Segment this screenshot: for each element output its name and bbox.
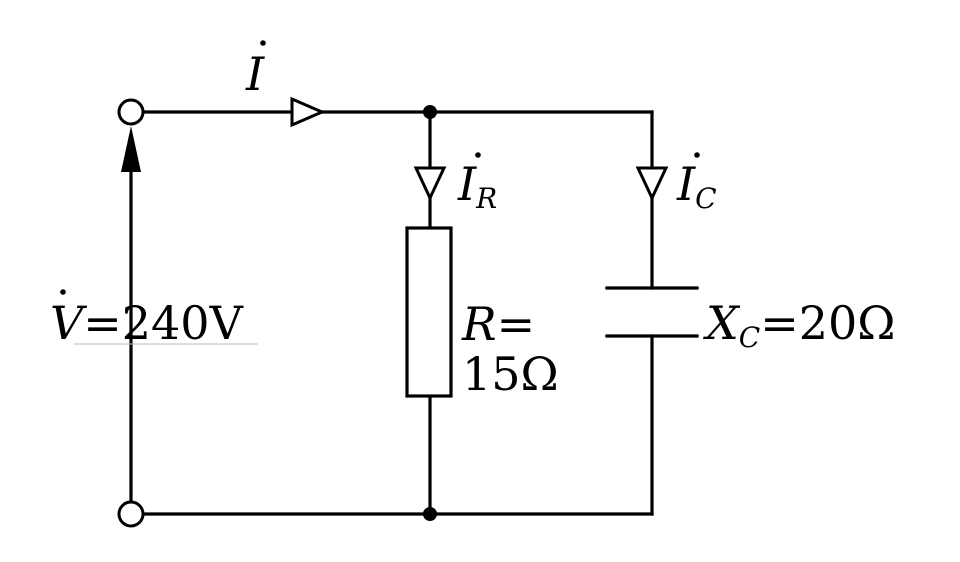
resistor-symbol: R (461, 297, 497, 351)
capacitor-reactance-label: XC=20Ω (703, 296, 895, 354)
resistor-current-arrow (413, 166, 447, 202)
source-voltage-symbol: V (50, 296, 88, 350)
capacitor-current-arrow (635, 166, 669, 202)
voltage-arrow (121, 126, 141, 172)
resistor-symbol-label: R= (461, 297, 535, 351)
capacitor-current-symbol: I (676, 157, 696, 211)
total-current-dot (260, 40, 266, 46)
source-voltage-value: =240V (83, 296, 243, 350)
resistor-current-dot (475, 152, 481, 158)
total-current-arrow (290, 96, 326, 128)
capacitor-reactance-value: =20Ω (760, 296, 895, 350)
resistor-equals: = (497, 297, 536, 351)
resistor-current-symbol: I (457, 157, 477, 211)
source-voltage-dot (60, 289, 66, 295)
capacitor-reactance-symbol: X (703, 296, 741, 350)
resistor-current-subscript: R (475, 182, 497, 215)
total-current-label: I (245, 47, 265, 101)
resistor-value-label: 15Ω (462, 347, 559, 401)
top-junction-dot (423, 105, 437, 119)
capacitor-current-label: IC (676, 157, 717, 215)
capacitor-current-dot (694, 152, 700, 158)
capacitor-current-subscript: C (695, 182, 716, 215)
capacitor-reactance-subscript: C (739, 321, 760, 354)
source-voltage-label: V=240V (50, 296, 244, 350)
resistor-current-label: IR (457, 157, 497, 215)
resistor (405, 226, 453, 398)
bottom-junction-dot (423, 507, 437, 521)
top-terminal (117, 98, 145, 126)
bottom-terminal (117, 500, 145, 528)
